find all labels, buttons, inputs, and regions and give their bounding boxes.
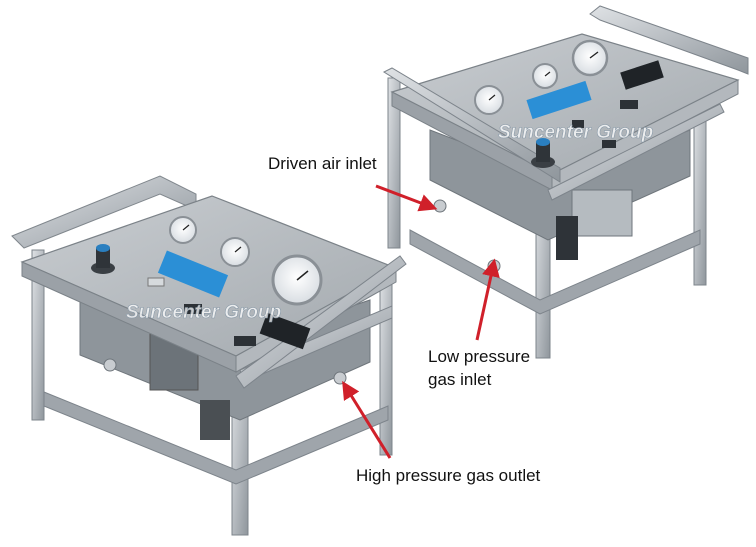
high-pressure-gas-outlet-label: High pressure gas outlet [356,466,541,485]
pressure-gauge [474,85,504,115]
pressure-gauge [571,39,609,77]
watermark-text: Suncenter Group [126,302,281,323]
arrow-driven-air-inlet [375,184,438,212]
nameplate [259,312,311,350]
watermark-text: Suncenter Group [498,122,653,143]
low-pressure-gas-inlet-label: Low pressure gas inlet [428,345,548,391]
low-pressure-label-line1: Low pressure [428,347,531,366]
pressure-gauge [169,216,197,244]
low-pressure-label-line2: gas inlet [428,370,492,389]
right-booster-unit: Suncenter Group [382,5,749,359]
regulator-knob [91,244,115,274]
arrow-high-pressure-outlet [342,380,392,459]
driven-air-inlet-label: Driven air inlet [268,154,377,173]
regulator-knob [531,138,555,168]
callout-arrows [342,184,500,459]
product-label [157,250,229,298]
arrow-low-pressure-inlet [475,258,500,341]
nameplate [620,60,664,90]
pressure-gauge [271,254,323,306]
pressure-gauge [532,63,558,89]
product-label [526,80,592,120]
left-booster-unit: Suncenter Group [11,175,407,536]
pressure-gauge [220,237,250,267]
